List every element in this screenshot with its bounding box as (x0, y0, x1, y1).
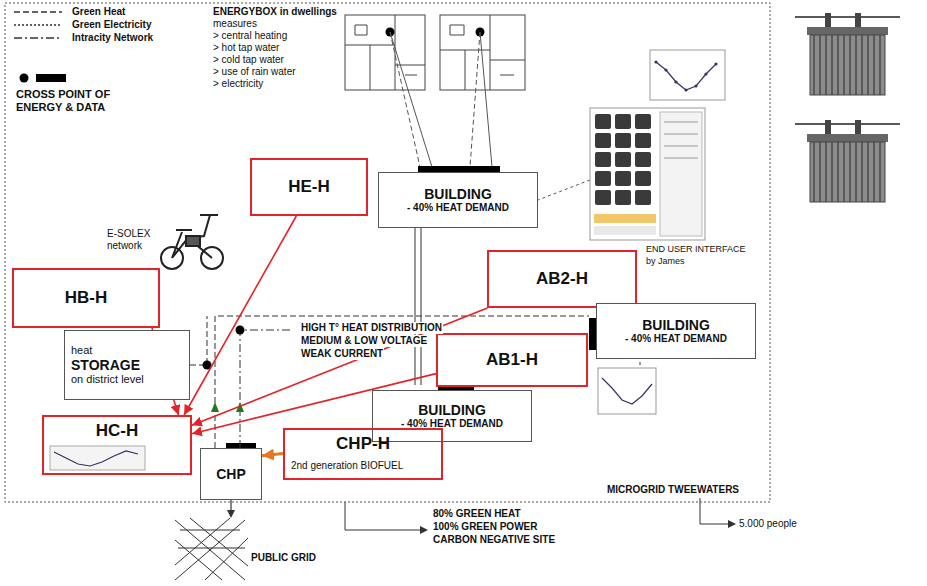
energybox-heading: ENERGYBOX in dwellings (212, 6, 338, 18)
building-box: BUILDING- 40% HEAT DEMAND (596, 303, 756, 359)
consumption-chart (598, 368, 656, 414)
measure-item: > cold tap water (212, 54, 285, 66)
flow-arrow (262, 454, 283, 456)
node-text: HC-H (96, 421, 139, 441)
interface-label: END USER INTERFACE (645, 244, 747, 254)
node-text: BUILDING (418, 402, 486, 418)
result-bracket (345, 502, 420, 530)
indicator-box: HB-H (12, 268, 160, 328)
node-text: - 40% HEAT DEMAND (625, 333, 727, 345)
result-label: CARBON NEGATIVE SITE (432, 534, 556, 546)
result-label: 100% GREEN POWER (432, 521, 538, 533)
node-text: AB1-H (486, 350, 538, 370)
legend-row: Intracity Network (12, 32, 153, 43)
legend-text: Green Electricity (72, 19, 151, 30)
node-text: HE-H (288, 177, 330, 197)
measure-item: > hot tap water (212, 42, 280, 54)
node-text: heat (71, 344, 92, 357)
legend-row: Green Electricity (12, 19, 151, 30)
building-box: BUILDING- 40% HEAT DEMAND (378, 172, 538, 228)
node-text: CHP (216, 466, 246, 482)
grid-label: PUBLIC GRID (250, 552, 317, 564)
result-label: 80% GREEN HEAT (432, 508, 522, 520)
consumption-chart (650, 50, 725, 100)
network-label: E-SOLEX network (106, 228, 160, 251)
cross-point-dot (236, 326, 245, 335)
legend-swatch (12, 20, 64, 30)
result-bracket (700, 498, 728, 524)
network-label: WEAK CURRENT (300, 348, 384, 360)
e-solex-bike (161, 215, 223, 269)
distribution-network (190, 228, 640, 448)
site-boundary (5, 3, 770, 502)
network-label: MEDIUM & LOW VOLTAGE (300, 335, 428, 347)
result-label: 5.000 people (738, 518, 798, 530)
node-text: AB2-H (536, 269, 588, 289)
measure-item: > use of rain water (212, 66, 297, 78)
storage-box: heatSTORAGEon district level (64, 330, 190, 400)
chp-plant-box: CHP (200, 448, 262, 500)
node-text: on district level (71, 373, 144, 386)
consumption-chart (50, 446, 145, 470)
indicator-box: AB1-H (436, 333, 588, 387)
indicator-box: HE-H (250, 158, 368, 216)
legend-text: Intracity Network (72, 32, 153, 43)
indicator-box: CHP-H (283, 428, 443, 480)
cross-point-bar (36, 74, 66, 82)
public-grid-lattice (175, 518, 248, 580)
interface-label: by James (645, 256, 686, 266)
cross-point-bar (589, 318, 596, 350)
legend-text: Green Heat (72, 6, 125, 17)
user-interface-panel (590, 108, 705, 240)
node-text: - 40% HEAT DEMAND (407, 202, 509, 214)
flow-arrow (184, 216, 296, 415)
grid-arrow (227, 510, 235, 518)
legend-note: CROSS POINT OF ENERGY & DATA (15, 88, 129, 113)
energybox-heading: measures (212, 18, 258, 30)
building-box: BUILDING- 40% HEAT DEMAND (372, 390, 532, 442)
cross-point-dot (20, 74, 29, 83)
flow-arrow (211, 402, 219, 412)
legend-swatch (12, 33, 64, 43)
dwelling-plan (345, 15, 525, 90)
legend-row: Green Heat (12, 6, 125, 17)
node-text: STORAGE (71, 357, 140, 373)
node-text: HB-H (65, 288, 108, 308)
measure-item: > central heating (212, 30, 288, 42)
result-arrow (728, 520, 736, 528)
node-text: BUILDING (424, 186, 492, 202)
measure-item: > electricity (212, 78, 264, 90)
fuel-label: 2nd generation BIOFUEL (290, 460, 404, 472)
network-label: HIGH T° HEAT DISTRIBUTION (300, 322, 443, 334)
node-text: BUILDING (642, 317, 710, 333)
indicator-box: HC-H (42, 415, 192, 475)
result-arrow (420, 526, 428, 534)
transformer (795, 120, 900, 202)
node-text: CHP-H (336, 434, 390, 454)
flow-arrow (192, 308, 487, 425)
site-label: MICROGRID TWEEWATERS (606, 484, 740, 496)
indicator-box: AB2-H (487, 250, 637, 308)
transformer (795, 13, 900, 95)
legend-swatch (12, 7, 64, 17)
